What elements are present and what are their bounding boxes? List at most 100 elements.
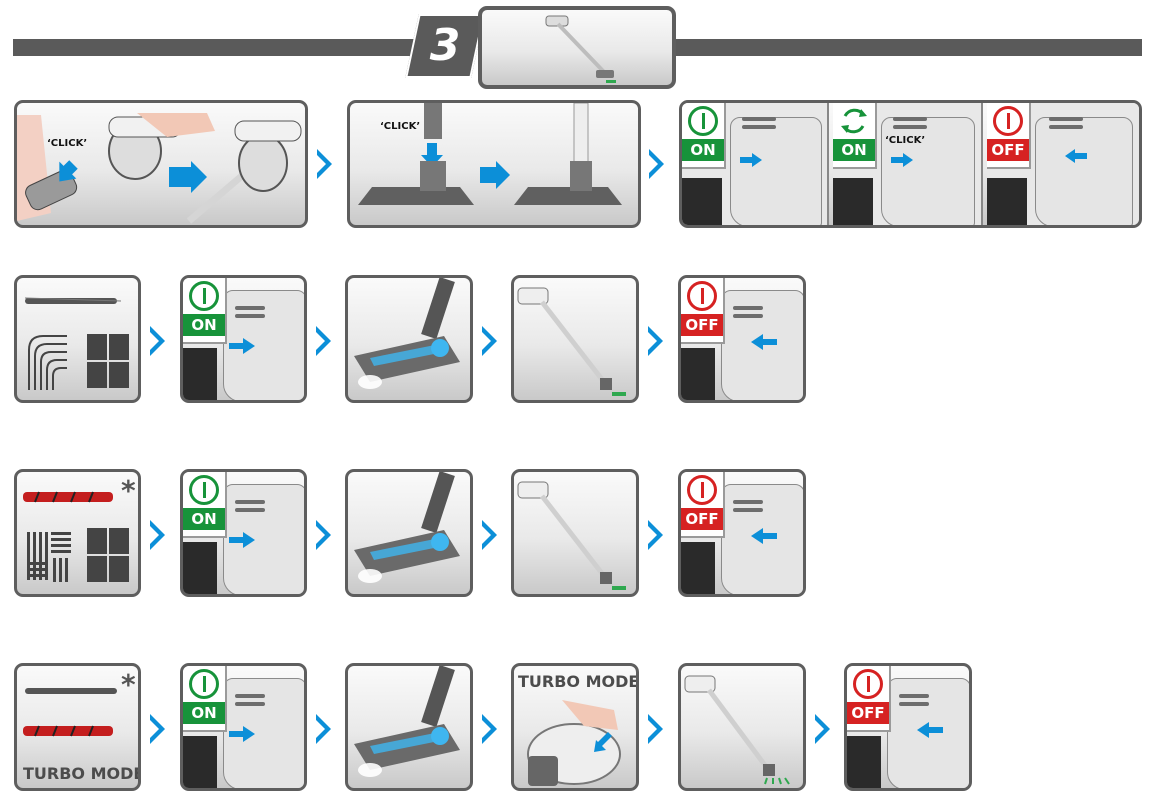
vacuum-grip: [881, 117, 975, 225]
power-off-badge: OFF: [681, 278, 725, 344]
next-chevron-icon: [815, 714, 830, 744]
vent: [733, 314, 763, 318]
floor-pattern-icon: [27, 532, 71, 582]
next-chevron-icon: [648, 714, 663, 744]
next-chevron-icon: [316, 520, 331, 550]
press-arrow-icon: [751, 528, 777, 544]
vent: [235, 314, 265, 318]
battery-block: [681, 348, 715, 400]
power-on-badge: ON: [183, 278, 227, 344]
assembly-panel-floorhead: ‘CLICK’: [347, 100, 641, 228]
turbo-button-illustration: [527, 700, 621, 786]
switch-on-panel: ON: [180, 663, 307, 791]
next-chevron-icon: [150, 714, 165, 744]
asterisk-icon: *: [121, 668, 136, 701]
floor-head-assembly-illustration: [358, 103, 622, 205]
on-label: ON: [833, 139, 875, 161]
press-arrow-icon: [751, 334, 777, 350]
turbo-mode-panel: TURBO MODE: [511, 663, 639, 791]
vent: [235, 500, 265, 504]
brush-roll-icon: [24, 297, 129, 390]
switch-on-subpanel: ON: [682, 103, 829, 225]
vacuum-grip: [1035, 117, 1133, 225]
click-label: ‘CLICK’: [47, 138, 88, 149]
click-label: ‘CLICK’: [380, 121, 421, 132]
floor-pattern-icon: [28, 335, 67, 390]
switch-cycle-subpanel: ON ‘CLICK’: [833, 103, 983, 225]
turbo-mode-label: TURBO MODE: [23, 764, 141, 783]
vacuum-stick-icon: [684, 675, 790, 785]
step-number: 3: [429, 20, 461, 71]
switch-off-panel: OFF: [844, 663, 972, 791]
press-arrow-icon: [1065, 149, 1087, 163]
press-arrow-icon: [229, 726, 255, 742]
next-chevron-icon: [316, 714, 331, 744]
power-on-badge: ON: [183, 472, 227, 538]
power-off-icon: [853, 669, 883, 699]
vent: [893, 125, 927, 129]
floorhead-lights-illustration: [354, 472, 460, 583]
switch-off-subpanel: OFF: [987, 103, 1139, 225]
brush-roll-icon: *: [23, 474, 136, 582]
power-on-badge: ON: [183, 666, 227, 732]
vacuum-stick-icon: [545, 15, 616, 83]
press-arrow-icon: [229, 338, 255, 354]
vent: [733, 508, 763, 512]
carpet-floor-panel: *: [14, 469, 141, 597]
switch-on-panel: ON: [180, 469, 307, 597]
vent: [893, 117, 927, 121]
press-arrow-icon: [229, 532, 255, 548]
next-chevron-icon: [482, 714, 497, 744]
next-chevron-icon: [648, 326, 663, 356]
press-arrow-icon: [917, 722, 943, 738]
asterisk-icon: *: [121, 474, 136, 507]
vent: [742, 125, 776, 129]
next-chevron-icon: [482, 520, 497, 550]
switch-off-panel: OFF: [678, 469, 806, 597]
floorhead-light-panel: [345, 275, 473, 403]
switch-off-panel: OFF: [678, 275, 806, 403]
battery-block: [183, 348, 217, 400]
on-label: ON: [183, 314, 225, 336]
off-label: OFF: [847, 702, 889, 724]
power-on-icon: [189, 669, 219, 699]
power-off-badge: OFF: [847, 666, 891, 732]
vent: [733, 306, 763, 310]
battery-block: [987, 178, 1027, 225]
next-chevron-icon: [317, 149, 332, 179]
next-chevron-icon: [316, 326, 331, 356]
vent: [733, 500, 763, 504]
next-chevron-icon: [482, 326, 497, 356]
power-cycle-badge: ON: [833, 103, 877, 169]
vacuuming-panel: [678, 663, 806, 791]
vent: [742, 117, 776, 121]
vent: [235, 694, 265, 698]
step-header-bar-right: [672, 39, 1142, 56]
floorhead-light-panel: [345, 469, 473, 597]
switch-states-panel: ON ON ‘CLICK’ OFF: [679, 100, 1142, 228]
battery-block: [183, 736, 217, 788]
power-off-badge: OFF: [681, 472, 725, 538]
power-off-badge: OFF: [987, 103, 1031, 169]
turbo-floor-panel: * TURBO MODE: [14, 663, 141, 791]
vent: [1049, 125, 1083, 129]
floorhead-light-panel: [345, 663, 473, 791]
next-chevron-icon: [648, 520, 663, 550]
next-chevron-icon: [150, 520, 165, 550]
on-label: ON: [183, 702, 225, 724]
battery-block: [681, 542, 715, 594]
vacuuming-panel: [511, 469, 639, 597]
step-preview-panel: [478, 6, 676, 89]
vacuuming-panel: [511, 275, 639, 403]
battery-block: [833, 178, 873, 225]
battery-block: [682, 178, 722, 225]
vent: [899, 694, 929, 698]
vent: [899, 702, 929, 706]
floorhead-lights-illustration: [354, 278, 460, 389]
power-off-icon: [687, 475, 717, 505]
power-on-icon: [189, 281, 219, 311]
on-label: ON: [682, 139, 724, 161]
next-chevron-icon: [150, 326, 165, 356]
power-off-icon: [687, 281, 717, 311]
power-on-badge: ON: [682, 103, 726, 169]
